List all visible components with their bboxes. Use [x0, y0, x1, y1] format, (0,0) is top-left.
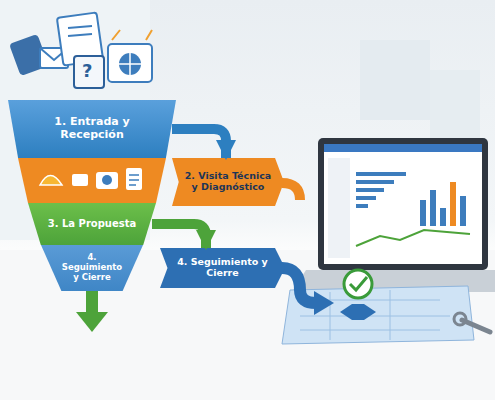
funnel-band: 3. La Propuesta	[28, 203, 156, 245]
funnel-band	[18, 158, 166, 203]
ribbon-tail	[282, 183, 300, 200]
ribbon-tail	[314, 291, 334, 315]
step-label: 2. Visita Técnica y Diagnóstico	[182, 171, 274, 193]
process-ribbon: 2. Visita Técnica y Diagnóstico	[172, 158, 284, 206]
funnel-band: 1. Entrada y Recepción	[8, 100, 176, 158]
icon-glyph: ?	[82, 60, 92, 81]
output-arrow	[76, 312, 108, 332]
funnel-band: 4. Seguimiento y Cierre	[41, 245, 143, 291]
step-label: 4. Seguimiento y Cierre	[175, 257, 271, 279]
wall-frame	[360, 40, 430, 120]
wall-frame	[430, 70, 480, 140]
flow-arrow	[172, 129, 226, 158]
step-label: 3. La Propuesta	[48, 218, 137, 230]
flow-arrow	[152, 224, 206, 248]
ribbon-tail	[282, 268, 316, 303]
handshake-icon	[340, 270, 376, 320]
blueprint	[282, 286, 474, 344]
step-label: 4. Seguimiento y Cierre	[59, 253, 125, 282]
site-visit-icons	[40, 168, 142, 190]
input-icons	[9, 12, 152, 88]
wrench	[454, 313, 466, 325]
output-arrow	[86, 290, 98, 314]
process-ribbon: 4. Seguimiento y Cierre	[160, 248, 285, 288]
step-label: 1. Entrada y Recepción	[46, 116, 138, 141]
laptop	[292, 138, 495, 292]
